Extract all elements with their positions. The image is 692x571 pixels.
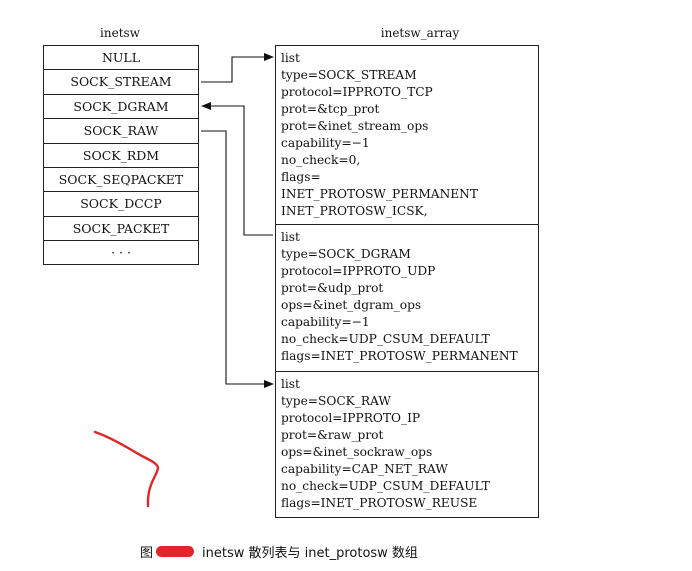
- inetsw-cell-sock-dgram: SOCK_DGRAM: [44, 95, 198, 120]
- figure-caption: 图 inetsw 散列表与 inet_protosw 数组: [140, 542, 418, 561]
- entry-line: flags=INET_PROTOSW_REUSE: [281, 496, 478, 510]
- entry-line: prot=&raw_prot: [281, 428, 384, 442]
- caption-prefix: 图: [140, 546, 154, 561]
- entry-line: ops=&inet_dgram_ops: [281, 298, 422, 312]
- entry-line: protocol=IPPROTO_TCP: [281, 85, 433, 99]
- entry-line: flags=INET_PROTOSW_PERMANENT: [281, 349, 518, 363]
- entry-line: prot=&inet_stream_ops: [281, 119, 429, 133]
- inetsw-array-title: inetsw_array: [380, 26, 460, 40]
- entry-line: capability=−1: [281, 136, 370, 150]
- inetsw-cell-sock-stream: SOCK_STREAM: [44, 70, 198, 95]
- arrow-raw-to-entry: [201, 130, 274, 388]
- inetsw-cell-ellipsis: · · ·: [111, 245, 131, 261]
- entry-line: list: [281, 230, 300, 244]
- entry-line: list: [281, 51, 300, 65]
- inetsw-cell-sock-packet: SOCK_PACKET: [44, 217, 198, 242]
- entry-line: capability=CAP_NET_RAW: [281, 462, 448, 476]
- entry-line: prot=&udp_prot: [281, 281, 384, 295]
- entry-line: prot=&tcp_prot: [281, 102, 380, 116]
- entry-line: protocol=IPPROTO_IP: [281, 411, 421, 425]
- inetsw-table: NULL SOCK_STREAM SOCK_DGRAM SOCK_RAW SOC…: [43, 45, 199, 265]
- entry-line: no_check=0,: [281, 153, 361, 167]
- entry-line: INET_PROTOSW_PERMANENT: [281, 187, 478, 201]
- inetsw-cell-sock-seqpacket: SOCK_SEQPACKET: [44, 168, 198, 193]
- array-entry-sock-dgram: list type=SOCK_DGRAM protocol=IPPROTO_UD…: [276, 225, 538, 372]
- inetsw-cell-sock-rdm: SOCK_RDM: [44, 144, 198, 168]
- red-annotation-stroke: [93, 430, 160, 508]
- entry-line: protocol=IPPROTO_UDP: [281, 264, 436, 278]
- entry-line: ops=&inet_sockraw_ops: [281, 445, 433, 459]
- entry-line: type=SOCK_DGRAM: [281, 247, 411, 261]
- entry-line: no_check=UDP_CSUM_DEFAULT: [281, 332, 490, 346]
- array-entry-sock-raw: list type=SOCK_RAW protocol=IPPROTO_IP p…: [276, 372, 538, 517]
- arrow-entry-to-dgram: [201, 102, 273, 236]
- array-entry-sock-stream: list type=SOCK_STREAM protocol=IPPROTO_T…: [276, 46, 538, 225]
- entry-line: type=SOCK_STREAM: [281, 68, 417, 82]
- entry-line: type=SOCK_RAW: [281, 394, 391, 408]
- caption-redaction-mark: [156, 546, 195, 557]
- arrow-stream-to-entry: [201, 53, 274, 83]
- inetsw-title: inetsw: [100, 26, 140, 40]
- entry-line: list: [281, 377, 300, 391]
- inetsw-array-table: list type=SOCK_STREAM protocol=IPPROTO_T…: [275, 45, 539, 518]
- inetsw-cell-sock-dccp: SOCK_DCCP: [44, 192, 198, 217]
- entry-line: capability=−1: [281, 315, 370, 329]
- entry-line: no_check=UDP_CSUM_DEFAULT: [281, 479, 490, 493]
- caption-text: inetsw 散列表与 inet_protosw 数组: [202, 546, 418, 561]
- entry-line: flags=: [281, 170, 321, 184]
- inetsw-cell-null: NULL: [44, 46, 198, 71]
- entry-line: INET_PROTOSW_ICSK,: [281, 204, 428, 218]
- inetsw-cell-sock-raw: SOCK_RAW: [44, 119, 198, 144]
